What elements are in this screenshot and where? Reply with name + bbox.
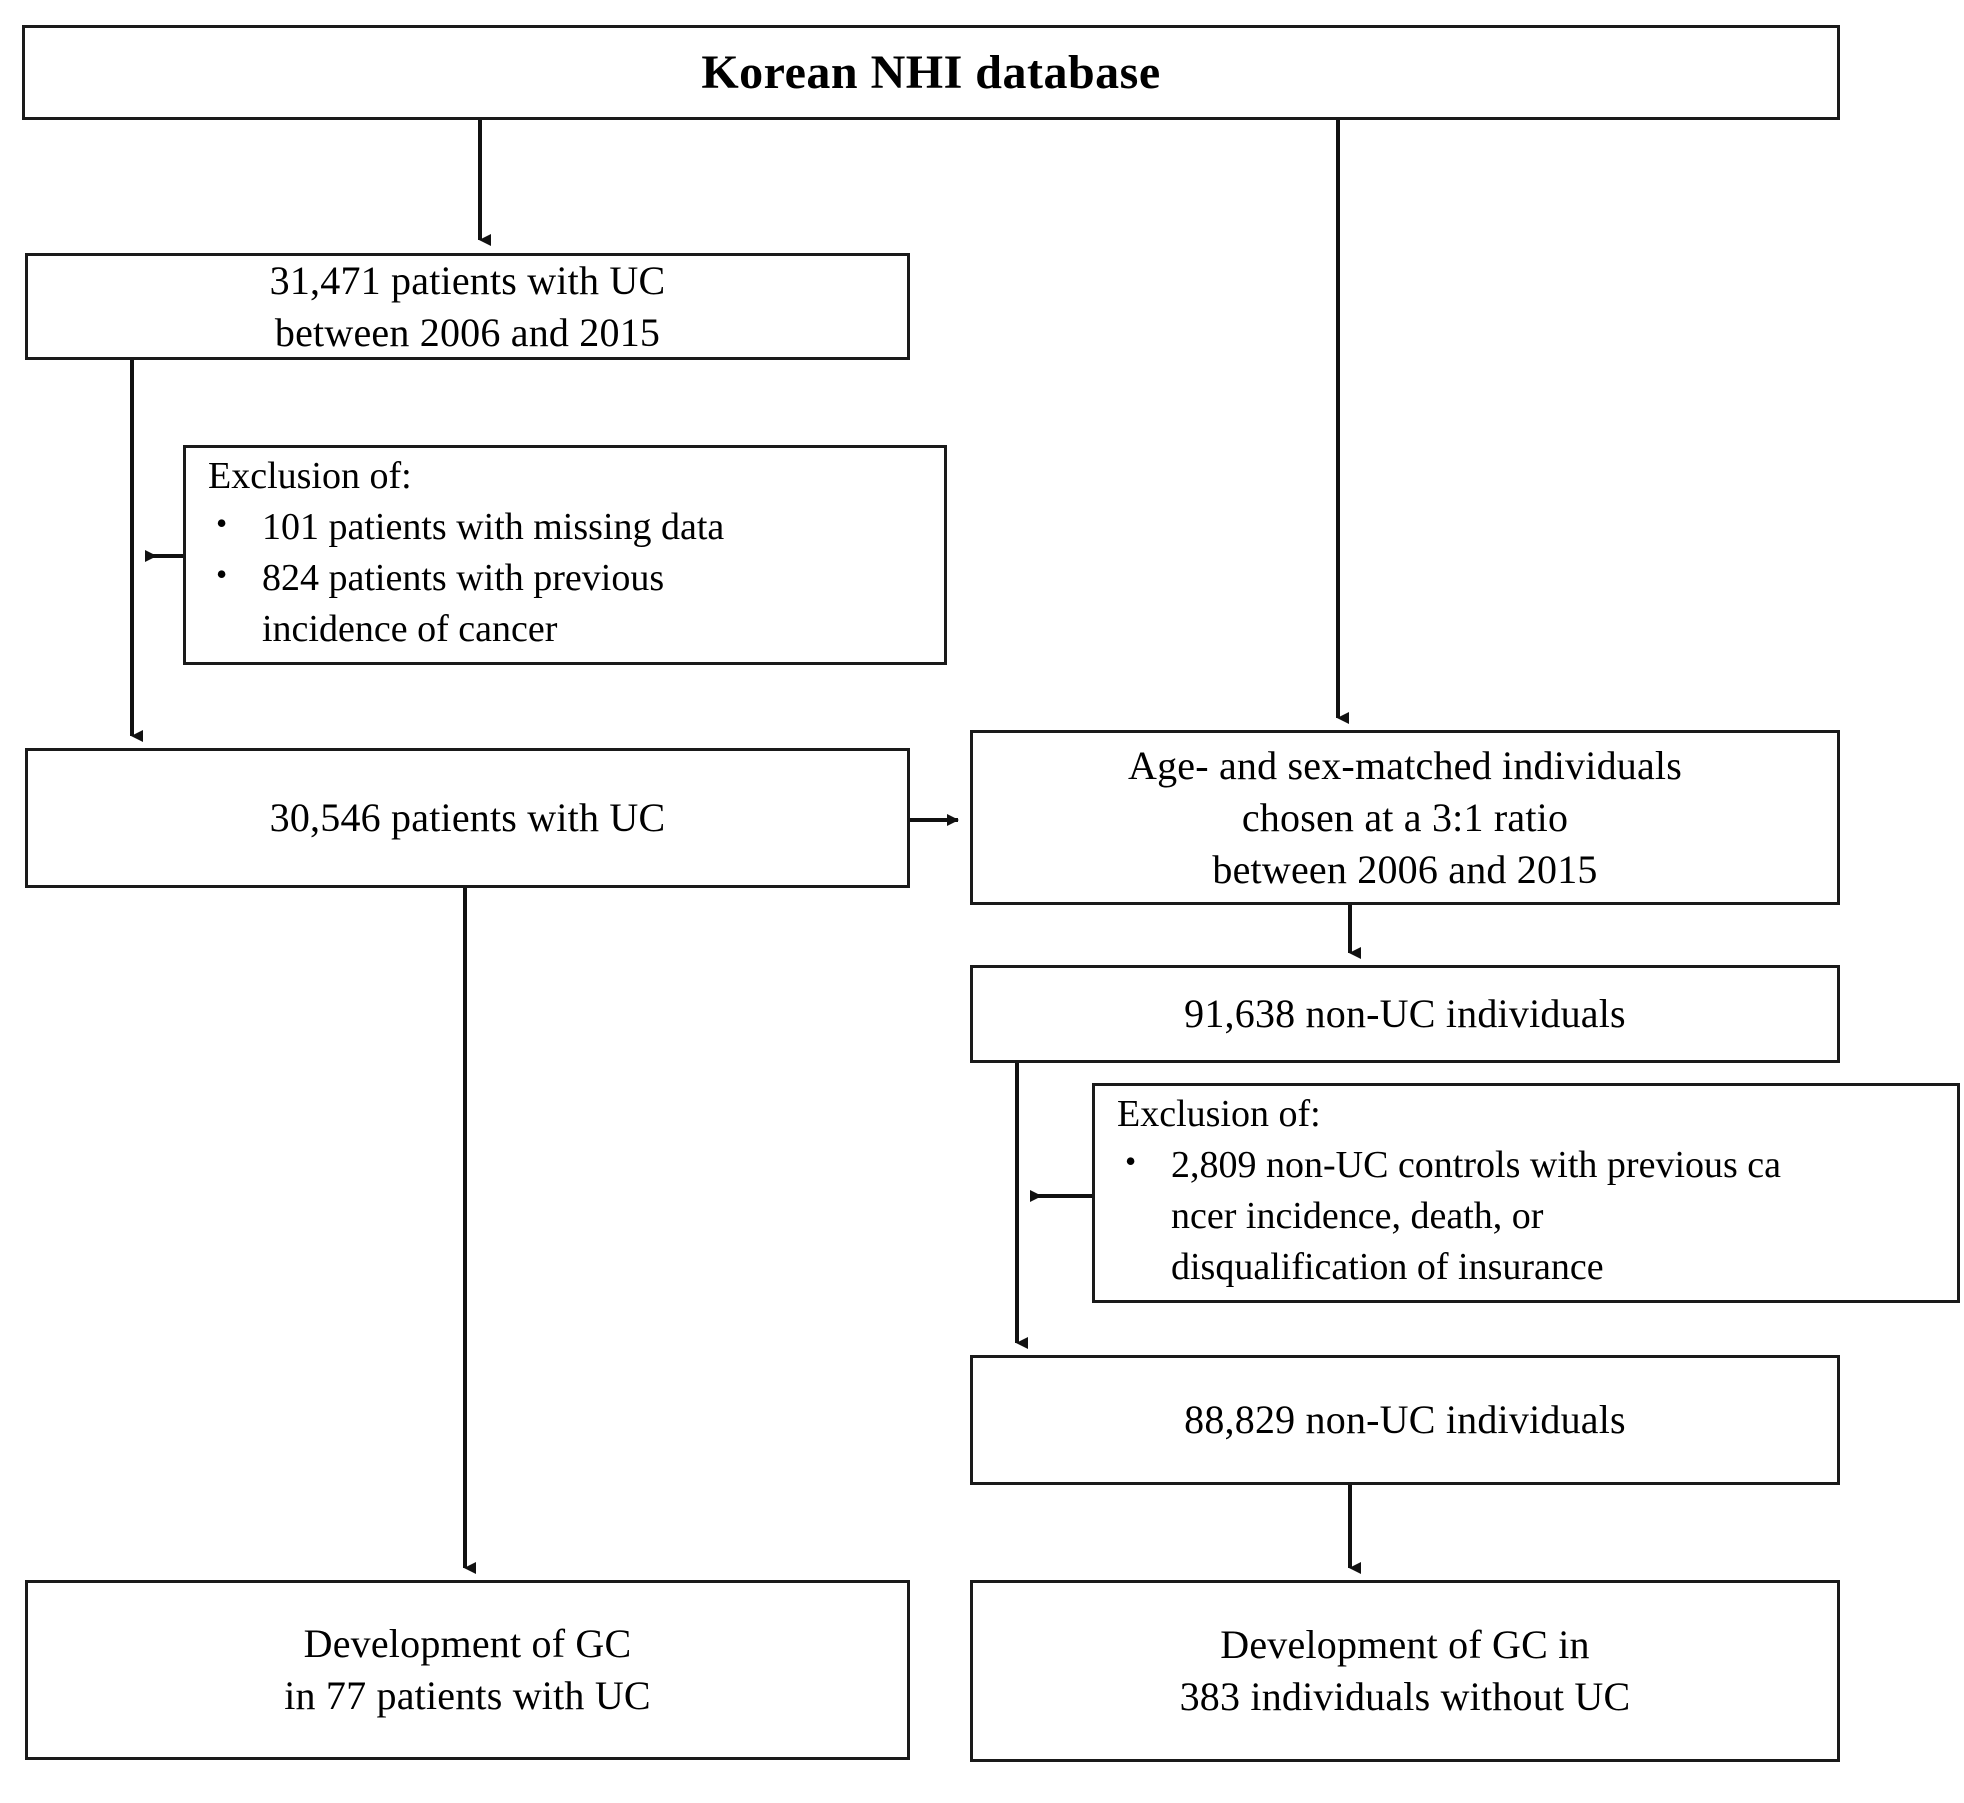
node-outcome-nonuc: Development of GC in 383 individuals wit…: [970, 1580, 1840, 1762]
bullet-icon: •: [1125, 1142, 1137, 1179]
bullet-icon: •: [216, 504, 228, 541]
node-uc-initial: 31,471 patients with UC between 2006 and…: [25, 253, 910, 360]
node-outcome-uc: Development of GC in 77 patients with UC: [25, 1580, 910, 1760]
outcome-uc-line-2: in 77 patients with UC: [284, 1673, 651, 1718]
node-uc-final: 30,546 patients with UC: [25, 748, 910, 888]
exclusion-nonuc-item-2: ncer incidence, death, or: [1095, 1192, 1781, 1241]
node-exclusion-nonuc: Exclusion of: • 2,809 non-UC controls wi…: [1092, 1083, 1960, 1303]
outcome-uc-line-1: Development of GC: [303, 1621, 632, 1666]
outcome-nonuc-line-2: 383 individuals without UC: [1179, 1674, 1631, 1719]
node-source: Korean NHI database: [22, 25, 1840, 120]
exclusion-uc-list: • 101 patients with missing data • 824 p…: [186, 503, 724, 657]
uc-initial-line-2: between 2006 and 2015: [274, 309, 661, 355]
exclusion-uc-item-2-text: 824 patients with previous: [262, 557, 665, 600]
exclusion-uc-item-3: incidence of cancer: [186, 605, 724, 654]
uc-final-line-1: 30,546 patients with UC: [269, 795, 666, 840]
node-nonuc-initial: 91,638 non-UC individuals: [970, 965, 1840, 1063]
matched-line-1: Age- and sex-matched individuals: [1127, 742, 1683, 788]
exclusion-nonuc-item-3-text: disqualification of insurance: [1171, 1246, 1604, 1289]
exclusion-nonuc-heading: Exclusion of:: [1117, 1093, 1321, 1136]
uc-initial-line-1: 31,471 patients with UC: [269, 257, 666, 303]
exclusion-uc-item-3-text: incidence of cancer: [262, 608, 558, 651]
source-title: Korean NHI database: [701, 45, 1161, 99]
exclusion-nonuc-item-1-text: 2,809 non-UC controls with previous ca: [1171, 1143, 1782, 1186]
nonuc-final-line-1: 88,829 non-UC individuals: [1184, 1397, 1626, 1442]
exclusion-uc-item-1: • 101 patients with missing data: [186, 503, 724, 552]
exclusion-nonuc-list: • 2,809 non-UC controls with previous ca…: [1095, 1141, 1781, 1295]
outcome-nonuc-line-1: Development of GC in: [1220, 1622, 1590, 1667]
matched-line-3: between 2006 and 2015: [1212, 846, 1598, 892]
node-exclusion-uc: Exclusion of: • 101 patients with missin…: [183, 445, 947, 665]
node-nonuc-final: 88,829 non-UC individuals: [970, 1355, 1840, 1485]
node-matched: Age- and sex-matched individuals chosen …: [970, 730, 1840, 905]
matched-line-2: chosen at a 3:1 ratio: [1241, 794, 1569, 840]
nonuc-initial-line-1: 91,638 non-UC individuals: [1184, 991, 1626, 1036]
bullet-icon: •: [216, 556, 228, 593]
exclusion-nonuc-item-1: • 2,809 non-UC controls with previous ca: [1095, 1141, 1781, 1190]
exclusion-nonuc-item-3: disqualification of insurance: [1095, 1243, 1781, 1292]
exclusion-uc-item-1-text: 101 patients with missing data: [262, 505, 725, 548]
exclusion-uc-item-2: • 824 patients with previous: [186, 554, 724, 603]
exclusion-nonuc-item-2-text: ncer incidence, death, or: [1171, 1195, 1544, 1238]
exclusion-uc-heading: Exclusion of:: [208, 455, 412, 498]
